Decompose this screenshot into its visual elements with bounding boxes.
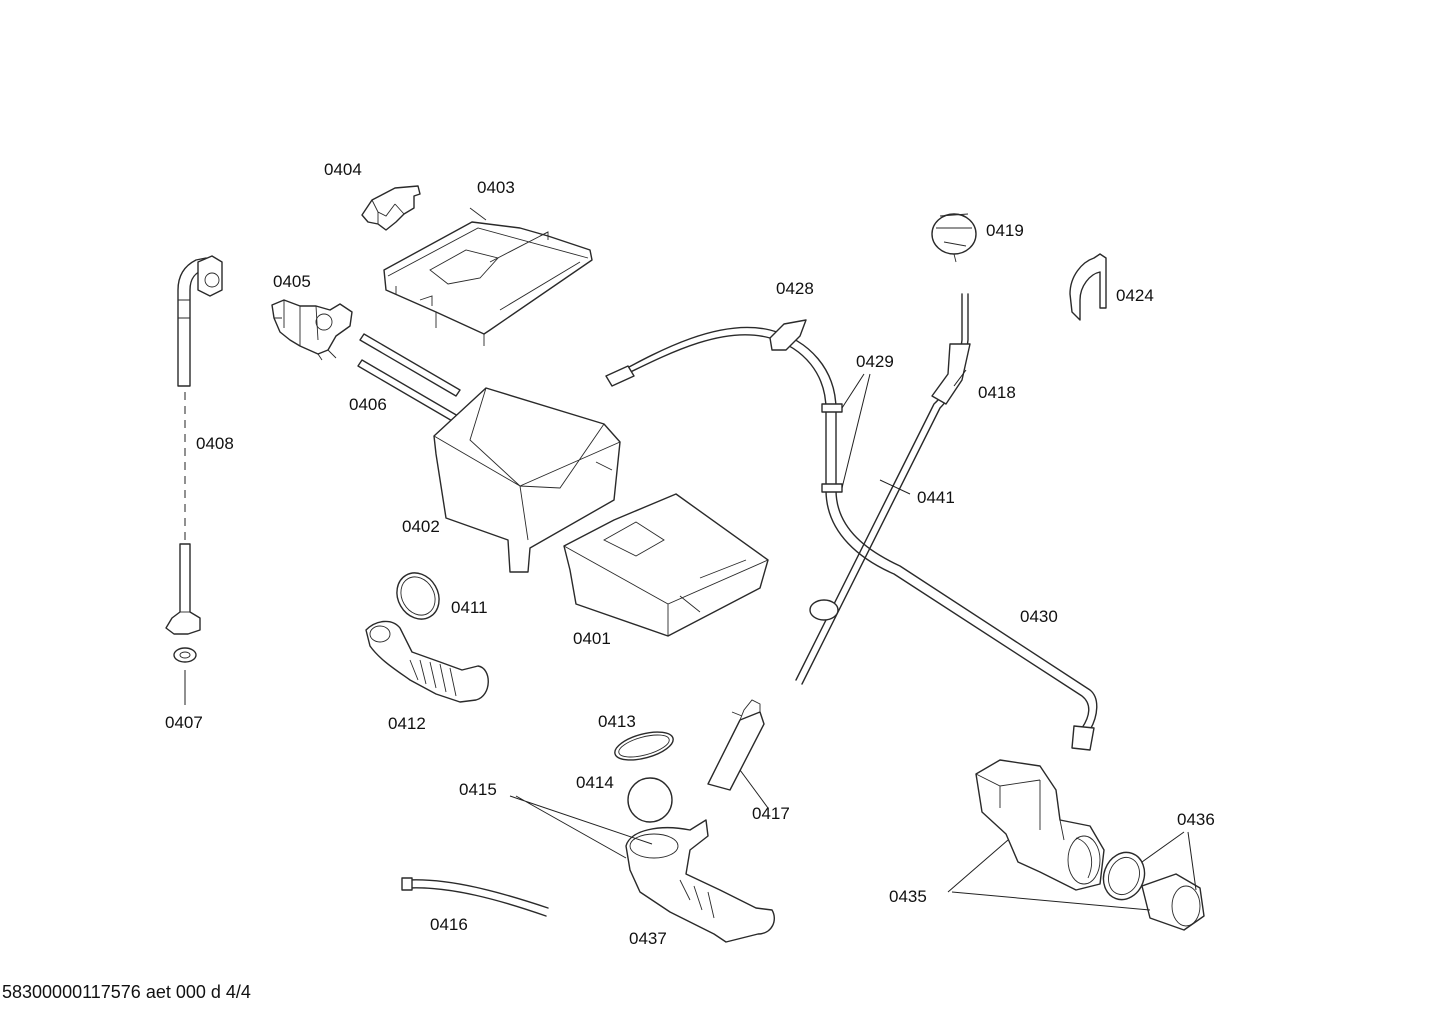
part-0441-tube [795,293,971,685]
part-labels: 0404 0403 0405 0406 0408 0402 0411 0401 … [165,160,1215,948]
label-0418: 0418 [978,383,1016,402]
label-0435: 0435 [889,887,927,906]
part-0403-lid [383,207,593,346]
label-0414: 0414 [576,773,614,792]
leader-lines [184,369,1197,911]
part-0429-clips [821,403,843,493]
part-0404-clip [361,185,421,231]
label-0407: 0407 [165,713,203,732]
part-0437-sump [625,819,776,943]
part-0401-drawer [563,493,769,637]
label-0402: 0402 [402,517,440,536]
part-0408-hose-lower [165,543,201,635]
part-0412-hose [365,620,489,703]
part-0402-housing [433,387,621,573]
part-0413-seal [614,731,674,761]
part-0406-rods [357,333,461,423]
part-0419-pressure-switch [931,213,977,263]
label-0405: 0405 [273,272,311,291]
part-0417-heater [707,699,765,791]
label-0419: 0419 [986,221,1024,240]
part-0407-washer [173,647,197,663]
part-0411-seal [396,572,440,620]
label-0436: 0436 [1177,810,1215,829]
part-0424-bracket [1069,253,1107,321]
label-0415: 0415 [459,780,497,799]
label-0441: 0441 [917,488,955,507]
label-0406: 0406 [349,395,387,414]
label-0416: 0416 [430,915,468,934]
label-0424: 0424 [1116,286,1154,305]
part-0414-ball [627,777,673,823]
label-0412: 0412 [388,714,426,733]
label-0403: 0403 [477,178,515,197]
part-0435-pump [975,759,1105,891]
label-0430: 0430 [1020,607,1058,626]
label-0417: 0417 [752,804,790,823]
part-0436-filter [1102,851,1205,931]
label-0401: 0401 [573,629,611,648]
label-0411: 0411 [451,598,488,617]
label-0413: 0413 [598,712,636,731]
label-0429: 0429 [856,352,894,371]
label-0437: 0437 [629,929,667,948]
drawing-footer: 58300000117576 aet 000 d 4/4 [2,982,251,1002]
part-0405-valve [271,299,353,361]
part-0416-small-hose [401,877,549,917]
label-0404: 0404 [324,160,362,179]
label-0408: 0408 [196,434,234,453]
label-0428: 0428 [776,279,814,298]
part-0408-hose-upper [177,255,223,387]
part-0428-clip [769,319,807,351]
